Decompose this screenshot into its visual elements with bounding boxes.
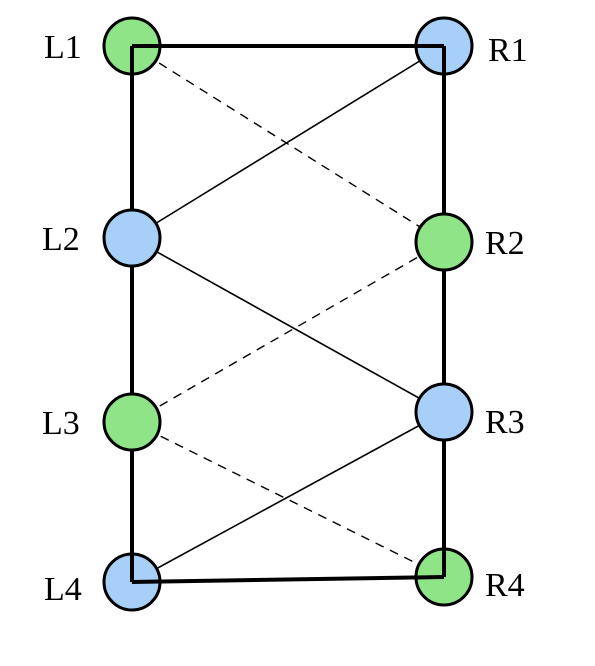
edge-l4-r4-thick — [131, 575, 445, 584]
node-label-l3: L3 — [42, 405, 80, 442]
edge-l1-r2-dashed — [131, 45, 445, 243]
nodes-layer — [102, 16, 474, 612]
edge-l4-r3-solid — [131, 411, 445, 583]
node-label-r2: R2 — [485, 225, 525, 262]
edge-l2-r3-solid — [131, 237, 445, 413]
edge-l3-r2-dashed — [131, 241, 445, 423]
node-label-l4: L4 — [44, 571, 82, 608]
edge-l3-r4-dashed — [131, 421, 445, 578]
node-r2-green — [414, 212, 474, 272]
edge-l2-r1-solid — [131, 45, 445, 239]
node-label-l1: L1 — [44, 29, 82, 66]
labels-layer: L1 L2 L3 L4 R1 R2 R3 R4 — [42, 29, 528, 608]
node-l2-blue — [102, 208, 162, 268]
node-label-r1: R1 — [488, 32, 528, 69]
node-r3-blue — [414, 382, 474, 442]
node-label-l2: L2 — [42, 221, 80, 258]
node-label-r4: R4 — [485, 567, 525, 604]
edges-layer — [130, 44, 446, 584]
node-l3-green — [102, 392, 162, 452]
node-label-r3: R3 — [485, 404, 525, 441]
